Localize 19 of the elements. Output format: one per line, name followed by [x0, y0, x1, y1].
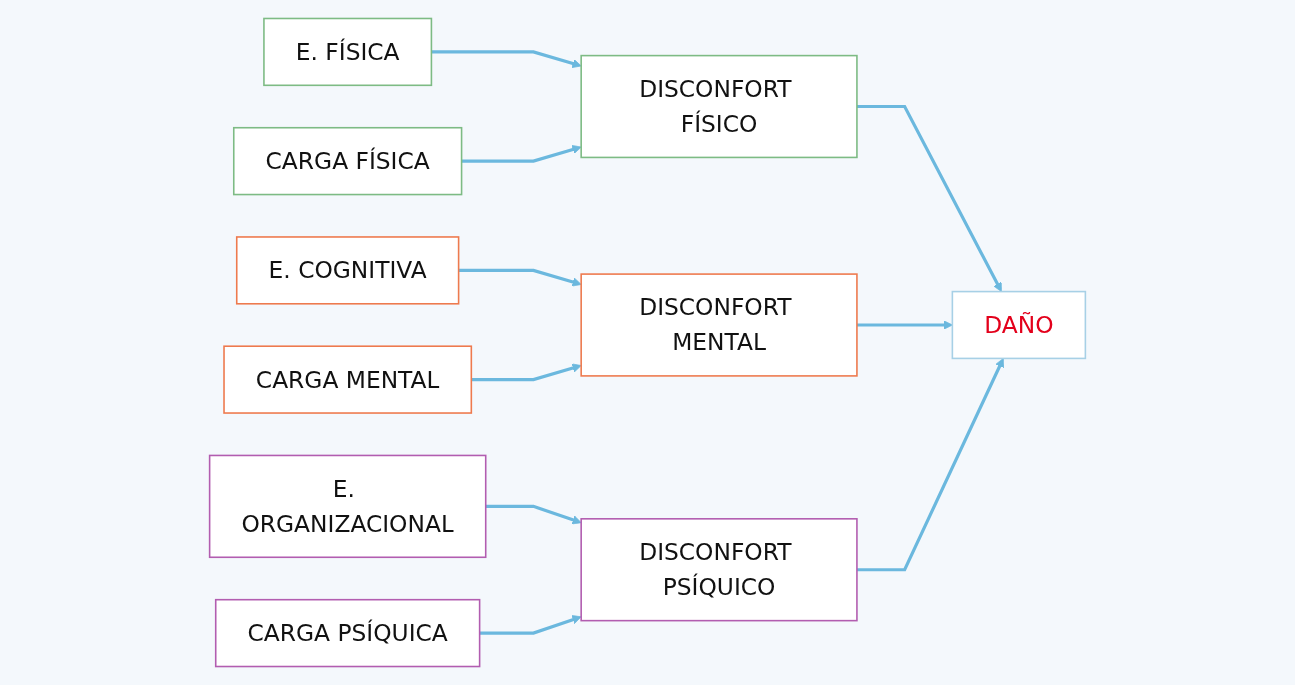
arrow [458, 268, 582, 287]
arrow [471, 363, 582, 382]
node-box: E. FÍSICA [263, 17, 433, 87]
node-box: CARGA FÍSICA [232, 126, 463, 196]
node-box: CARGA MENTAL [223, 345, 473, 414]
arrow [485, 504, 582, 525]
arrow [856, 104, 1002, 292]
node-box: E. ORGANIZACIONAL [208, 454, 487, 559]
arrow [856, 320, 953, 330]
node-box: DISCONFORT MENTAL [580, 273, 858, 377]
node-box: DISCONFORT FÍSICO [580, 54, 858, 159]
arrow [461, 145, 582, 163]
node-box: DISCONFORT PSÍQUICO [580, 518, 858, 622]
arrow [431, 50, 582, 69]
node-box: DAÑO [951, 290, 1087, 360]
node-box: CARGA PSÍQUICA [214, 598, 481, 668]
arrow [856, 358, 1004, 572]
node-box: E. COGNITIVA [235, 236, 460, 305]
arrow [479, 615, 582, 635]
